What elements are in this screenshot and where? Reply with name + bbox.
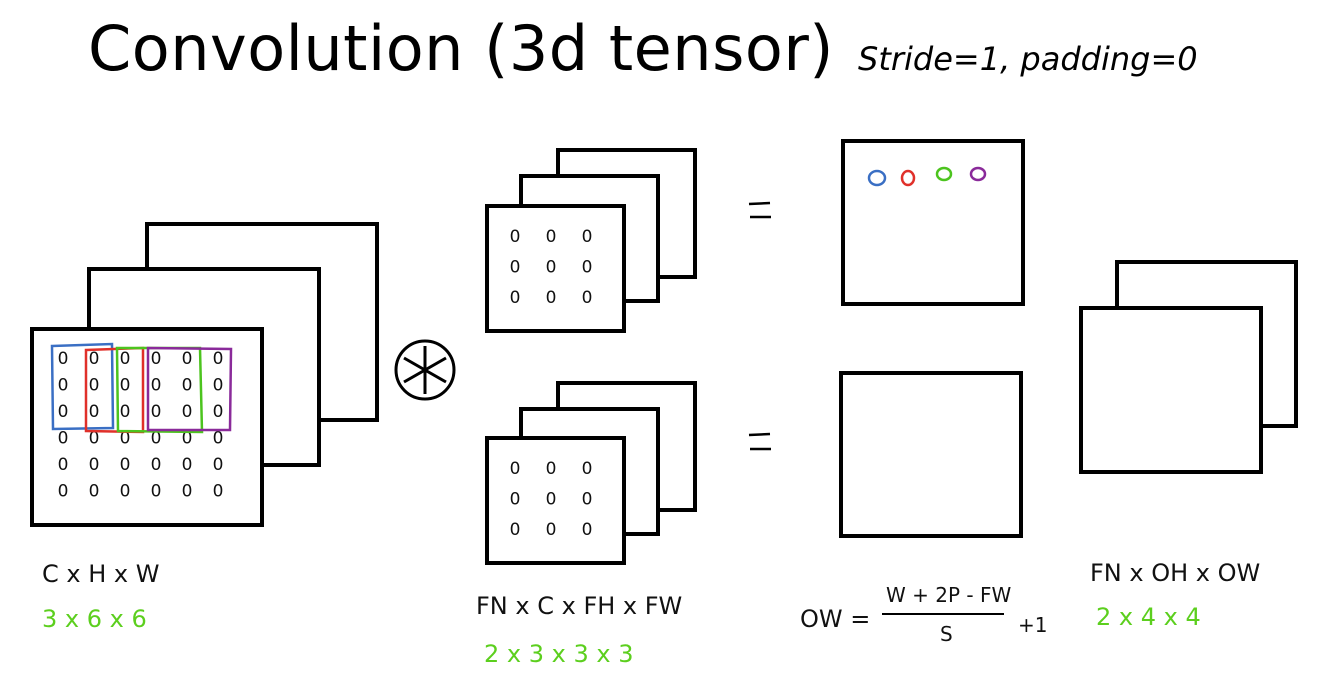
input-cell: 0 <box>182 349 193 369</box>
result-dot-red <box>900 169 916 187</box>
feature-map-1 <box>841 139 1025 306</box>
input-cell: 0 <box>151 376 162 396</box>
input-cell: 0 <box>89 429 100 449</box>
filter-1-cell: 0 <box>510 258 521 278</box>
input-cell: 0 <box>182 455 193 475</box>
filter-2-cell: 0 <box>546 520 557 540</box>
filter-2-cell: 0 <box>582 490 593 510</box>
input-cell: 0 <box>213 429 224 449</box>
output-channel-1 <box>1079 306 1263 474</box>
filter-1-cell: 0 <box>510 227 521 247</box>
formula-suffix: +1 <box>1018 613 1047 637</box>
input-cell: 0 <box>120 402 131 422</box>
feature-map-2 <box>839 371 1023 538</box>
input-shape-label: C x H x W <box>42 560 159 588</box>
filter-2-cell: 0 <box>546 490 557 510</box>
filter-2-channel-1 <box>485 436 626 565</box>
input-cell: 0 <box>58 402 69 422</box>
output-tensor <box>1079 260 1298 474</box>
input-shape-value: 3 x 6 x 6 <box>42 605 147 633</box>
equals-sign-2 <box>748 432 771 451</box>
formula-numerator: W + 2P - FW <box>886 583 1011 607</box>
input-cell: 0 <box>213 482 224 502</box>
input-cell: 0 <box>58 482 69 502</box>
input-cell: 0 <box>120 482 131 502</box>
input-cell: 0 <box>89 455 100 475</box>
filter-1-cell: 0 <box>546 227 557 247</box>
filter-2-cell: 0 <box>582 459 593 479</box>
input-cell: 0 <box>120 376 131 396</box>
result-dot-blue <box>867 169 887 187</box>
window-blue <box>50 342 115 431</box>
output-shape-value: 2 x 4 x 4 <box>1096 603 1201 631</box>
filter-1-cell: 0 <box>582 288 593 308</box>
input-cell: 0 <box>213 349 224 369</box>
input-cell: 0 <box>213 455 224 475</box>
input-cell: 0 <box>120 429 131 449</box>
feature-map-1-results <box>867 166 987 187</box>
formula-lhs: OW = <box>800 605 870 633</box>
input-cell: 0 <box>151 429 162 449</box>
input-cell: 0 <box>213 376 224 396</box>
filter-2-cell: 0 <box>582 520 593 540</box>
input-cell: 0 <box>151 402 162 422</box>
input-cell: 0 <box>58 455 69 475</box>
output-width-formula: OW = W + 2P - FW S +1 <box>800 583 1047 646</box>
input-cell: 0 <box>151 482 162 502</box>
input-cell: 0 <box>89 376 100 396</box>
input-cell: 0 <box>58 376 69 396</box>
input-cell: 0 <box>120 455 131 475</box>
input-cell: 0 <box>182 429 193 449</box>
input-tensor <box>30 222 379 527</box>
filter-1-cell: 0 <box>546 288 557 308</box>
filter-1-cell: 0 <box>582 258 593 278</box>
input-cell: 0 <box>89 482 100 502</box>
input-cell: 0 <box>182 402 193 422</box>
page-title: Convolution (3d tensor) <box>88 12 834 85</box>
input-cell: 0 <box>213 402 224 422</box>
filter-2-cell: 0 <box>510 490 521 510</box>
result-dot-purple <box>969 166 987 182</box>
filter-shape-label: FN x C x FH x FW <box>476 592 682 620</box>
result-dot-green <box>935 166 953 182</box>
filter-2-cell: 0 <box>510 459 521 479</box>
filter-1-cell: 0 <box>582 227 593 247</box>
input-cell: 0 <box>151 455 162 475</box>
input-cell: 0 <box>151 349 162 369</box>
sliding-windows <box>50 342 233 434</box>
window-purple <box>146 346 233 432</box>
input-cell: 0 <box>182 482 193 502</box>
input-cell: 0 <box>182 376 193 396</box>
filter-1 <box>485 148 697 333</box>
convolution-operator <box>394 339 456 401</box>
filter-1-cells: 0 0 0 0 0 0 0 0 0 <box>510 227 593 308</box>
filter-1-cell: 0 <box>546 258 557 278</box>
stride-padding-note: Stride=1, padding=0 <box>858 40 1198 78</box>
output-shape-label: FN x OH x OW <box>1090 559 1260 587</box>
filter-2 <box>485 381 697 565</box>
input-cell: 0 <box>89 349 100 369</box>
filter-1-channel-1 <box>485 204 626 333</box>
input-cell: 0 <box>58 429 69 449</box>
filter-2-cell: 0 <box>546 459 557 479</box>
filter-shape-value: 2 x 3 x 3 x 3 <box>484 640 633 668</box>
filter-1-cell: 0 <box>510 288 521 308</box>
formula-denominator: S <box>940 622 953 646</box>
filter-2-cell: 0 <box>510 520 521 540</box>
filter-2-cells: 0 0 0 0 0 0 0 0 0 <box>510 459 593 540</box>
input-cell: 0 <box>89 402 100 422</box>
input-cell: 0 <box>58 349 69 369</box>
equals-sign-1 <box>748 201 771 219</box>
input-cell: 0 <box>120 349 131 369</box>
